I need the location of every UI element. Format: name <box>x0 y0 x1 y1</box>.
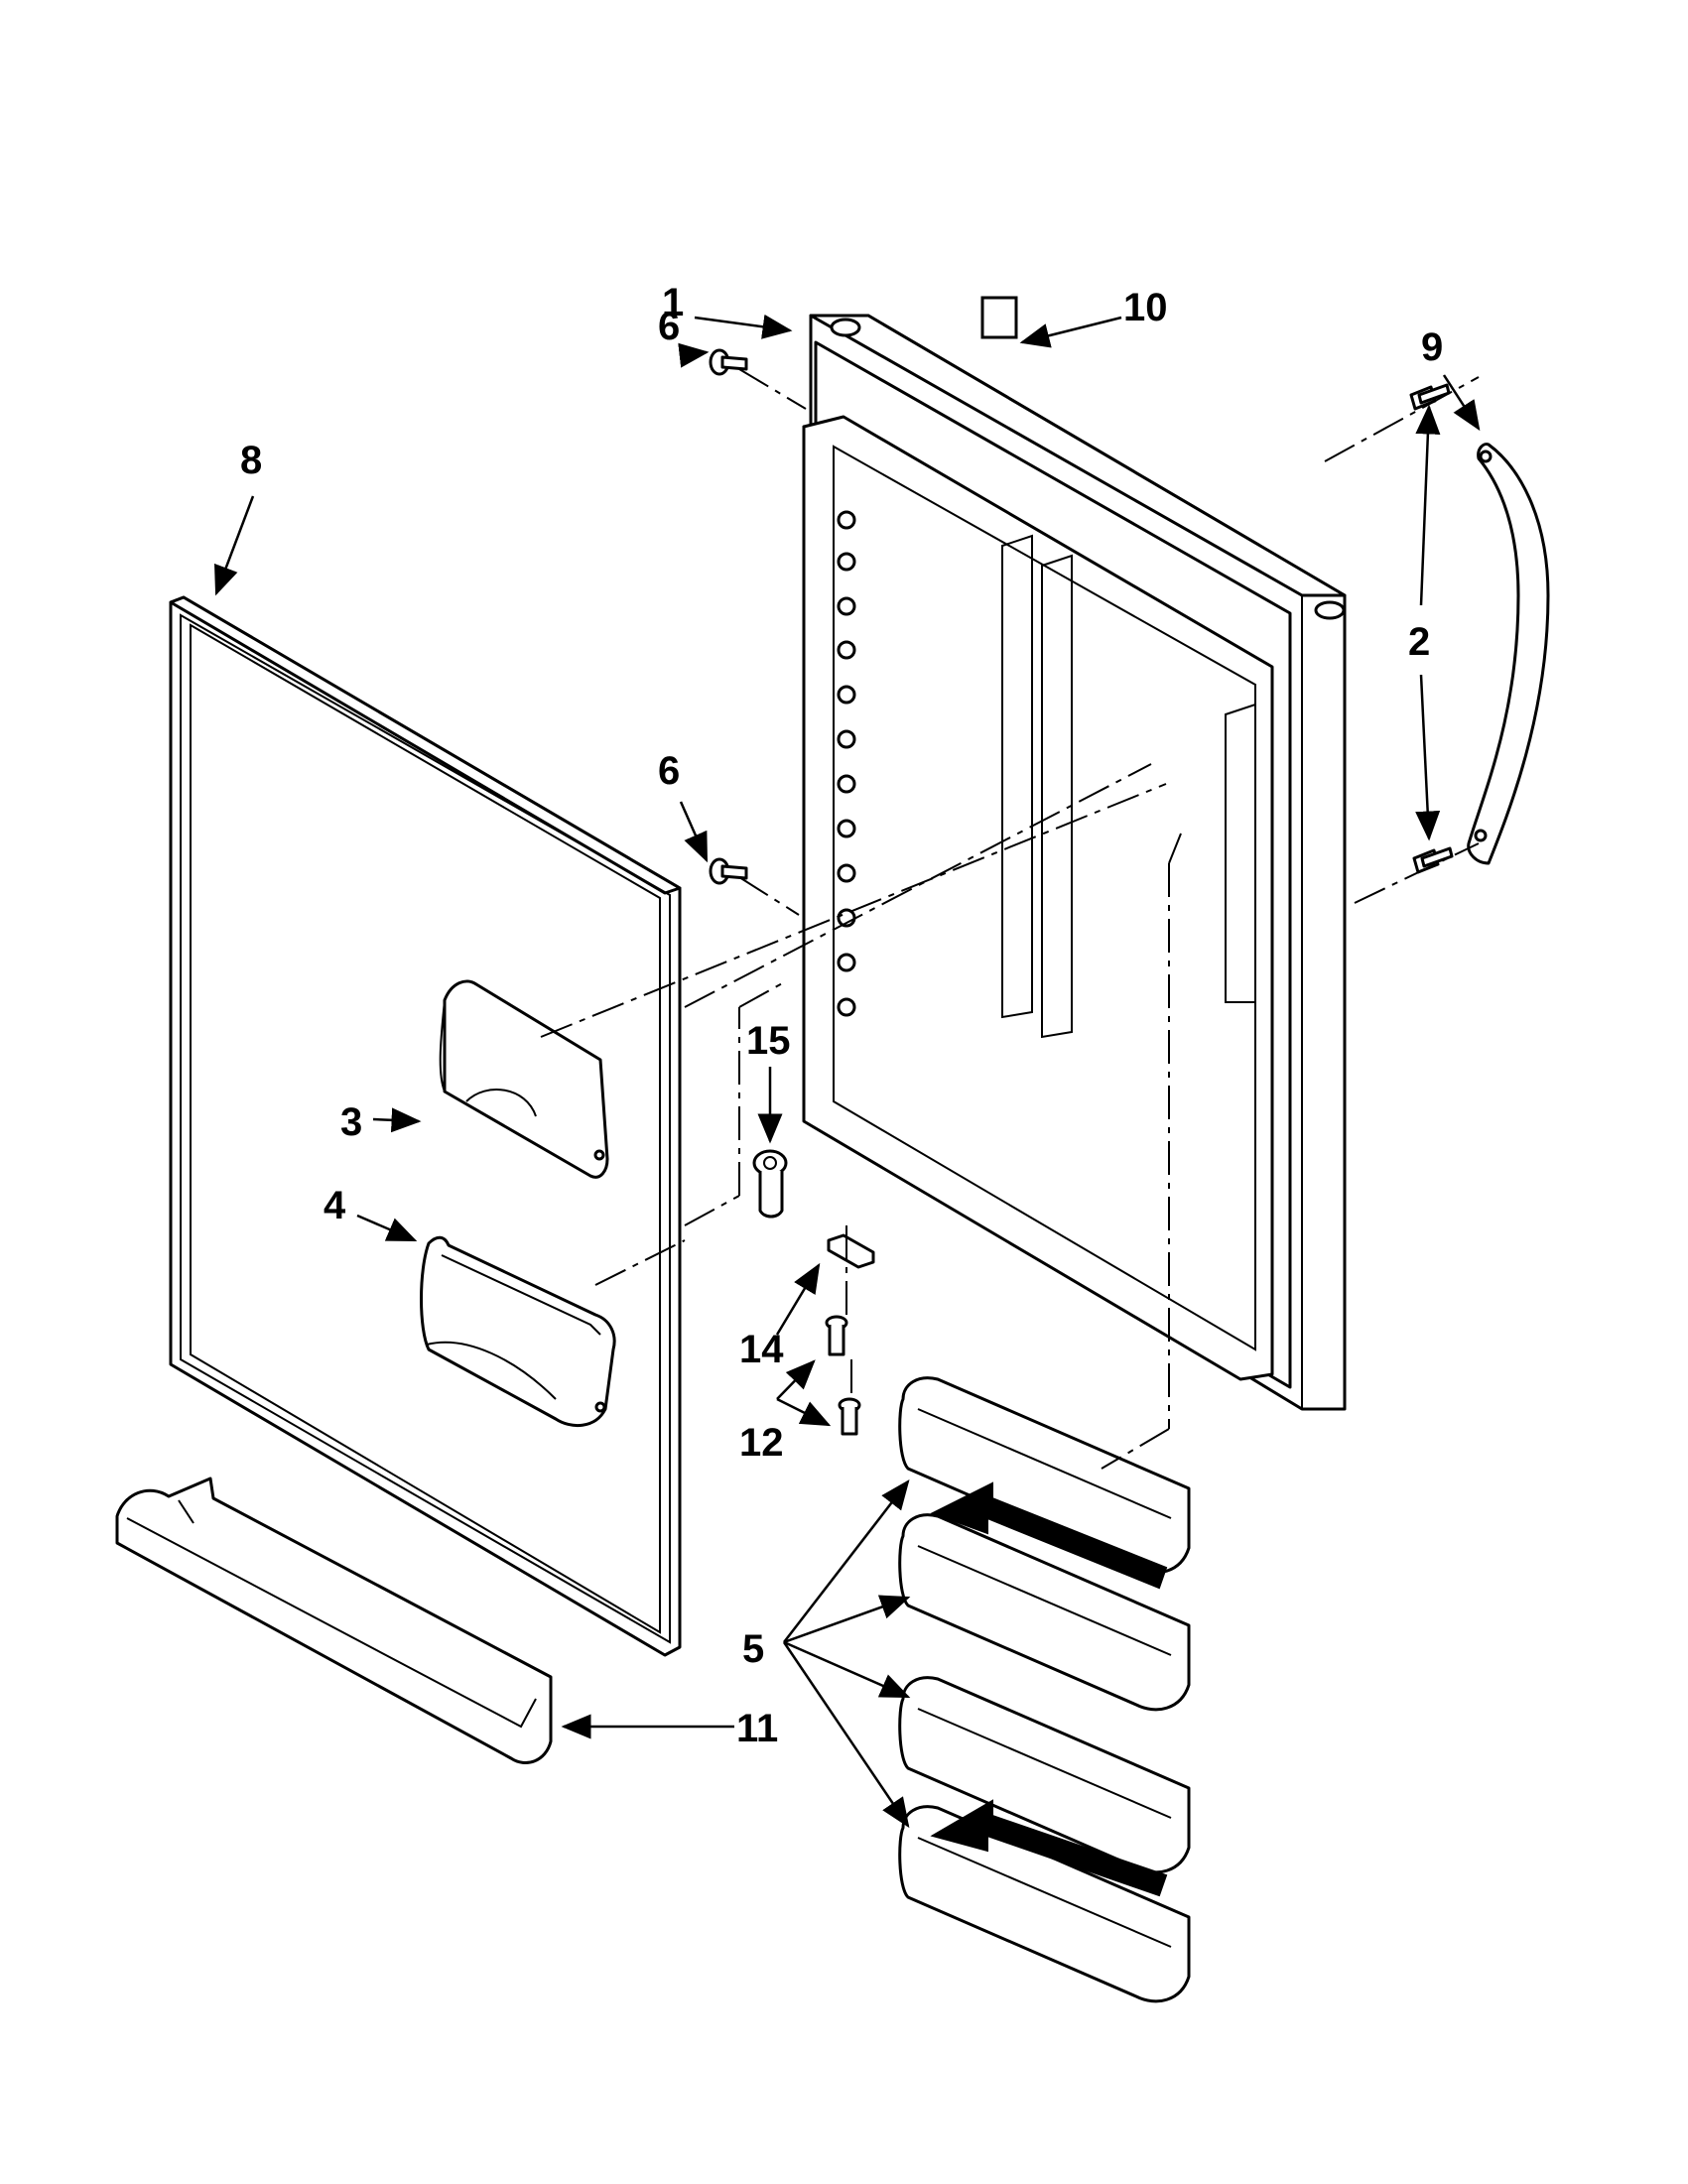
bracket-part <box>827 1233 875 1269</box>
bin-direction-arrow-lower <box>930 1799 1168 1897</box>
callout-8: 8 <box>240 439 262 482</box>
callout-9: 9 <box>1421 325 1443 369</box>
callout-15: 15 <box>746 1019 791 1063</box>
callout-10: 10 <box>1123 286 1168 329</box>
dispenser-cover-part <box>439 979 609 1179</box>
shoulder-screw-upper <box>709 348 748 376</box>
lower-bin-part <box>115 1477 553 1764</box>
screw-upper <box>825 1315 848 1356</box>
bin-direction-arrow-upper <box>930 1481 1168 1590</box>
callout-5: 5 <box>742 1627 764 1671</box>
callout-4: 4 <box>324 1184 346 1227</box>
label-part <box>980 296 1018 339</box>
callout-11: 11 <box>736 1707 778 1750</box>
door-bin-3 <box>898 1676 1191 1874</box>
callout-1: 1 <box>662 281 684 324</box>
leader-lines <box>214 314 1481 1829</box>
callout-3: 3 <box>340 1100 362 1144</box>
screw-lower <box>838 1397 861 1436</box>
hinge-bushing-part <box>752 1149 788 1219</box>
callout-6-upper: 6 <box>658 305 680 348</box>
door-frame-part <box>802 314 1347 1411</box>
callout-6-lower: 6 <box>658 749 680 793</box>
callout-2: 2 <box>1408 620 1430 664</box>
handle-screw-lower <box>1412 846 1454 874</box>
shelf-pegs <box>837 510 856 1017</box>
callout-labels: 1 10 6 9 8 2 6 15 3 4 14 12 5 11 <box>240 281 1443 1750</box>
door-bin-4 <box>898 1805 1191 2003</box>
callout-14: 14 <box>739 1328 784 1371</box>
callout-12: 12 <box>739 1421 784 1465</box>
shoulder-screw-lower <box>709 857 748 885</box>
assembly-lines <box>540 368 1480 1470</box>
dispenser-bin-part <box>420 1235 616 1428</box>
door-bin-2 <box>898 1513 1191 1712</box>
door-bin-1 <box>898 1376 1191 1575</box>
handle-part <box>1467 443 1550 865</box>
